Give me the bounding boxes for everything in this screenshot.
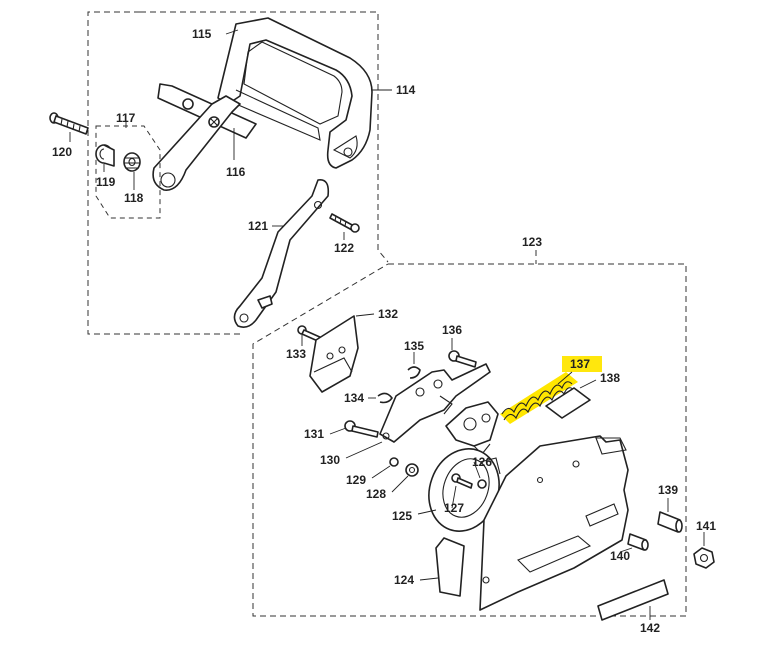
screw-131 (344, 420, 379, 438)
callout-118: 118 (124, 191, 144, 205)
strip-142 (597, 579, 669, 621)
link-rod-121 (233, 179, 330, 328)
callout-115: 115 (192, 27, 212, 41)
pad-138 (545, 387, 591, 419)
callout-123: 123 (522, 235, 542, 249)
callout-117: 117 (116, 111, 136, 125)
leader-lines (69, 29, 705, 620)
stud-139 (657, 511, 683, 533)
callout-121: 121 (248, 219, 268, 233)
callout-labels: 115 114 117 120 119 118 116 121 122 123 … (52, 27, 716, 635)
callout-133: 133 (286, 347, 306, 361)
clip-134 (377, 392, 393, 404)
callout-137: 137 (570, 357, 590, 371)
callout-128: 128 (366, 487, 386, 501)
plate-124 (435, 537, 465, 597)
bushing-119 (95, 144, 115, 167)
screw-122 (329, 213, 360, 233)
callout-132: 132 (378, 307, 398, 321)
callout-122: 122 (334, 241, 354, 255)
group-box-lower (252, 250, 687, 617)
washer-128 (405, 463, 419, 477)
screw-127 (451, 473, 473, 489)
callout-136: 136 (442, 323, 462, 337)
brake-lever-arm (152, 83, 257, 191)
plate-132 (309, 315, 359, 393)
callout-135: 135 (404, 339, 424, 353)
screw-136 (448, 350, 477, 368)
spring-118 (123, 152, 141, 172)
brake-latch (445, 401, 499, 455)
bracket-130 (379, 363, 491, 443)
callout-114: 114 (396, 83, 416, 97)
callout-134: 134 (344, 391, 364, 405)
callout-139: 139 (658, 483, 678, 497)
callout-127: 127 (444, 501, 464, 515)
hand-guard (217, 17, 373, 169)
nut-141 (693, 547, 715, 569)
callout-142: 142 (640, 621, 660, 635)
callout-129: 129 (346, 473, 366, 487)
callout-124: 124 (394, 573, 414, 587)
callout-126: 126 (472, 455, 492, 469)
callout-130: 130 (320, 453, 340, 467)
side-cover (479, 435, 629, 611)
callout-119: 119 (96, 175, 116, 189)
group-box-117 (95, 125, 161, 219)
clip-135 (407, 366, 421, 379)
callout-138: 138 (600, 371, 620, 385)
screw-120 (49, 112, 89, 135)
callout-120: 120 (52, 145, 72, 159)
stud-140 (627, 533, 649, 551)
callout-131: 131 (304, 427, 324, 441)
screw-129 (389, 457, 399, 467)
spring-137-highlighted (500, 356, 602, 424)
callout-140: 140 (610, 549, 630, 563)
callout-141: 141 (696, 519, 716, 533)
callout-116: 116 (226, 165, 246, 179)
pin-126 (477, 479, 487, 489)
callout-125: 125 (392, 509, 412, 523)
